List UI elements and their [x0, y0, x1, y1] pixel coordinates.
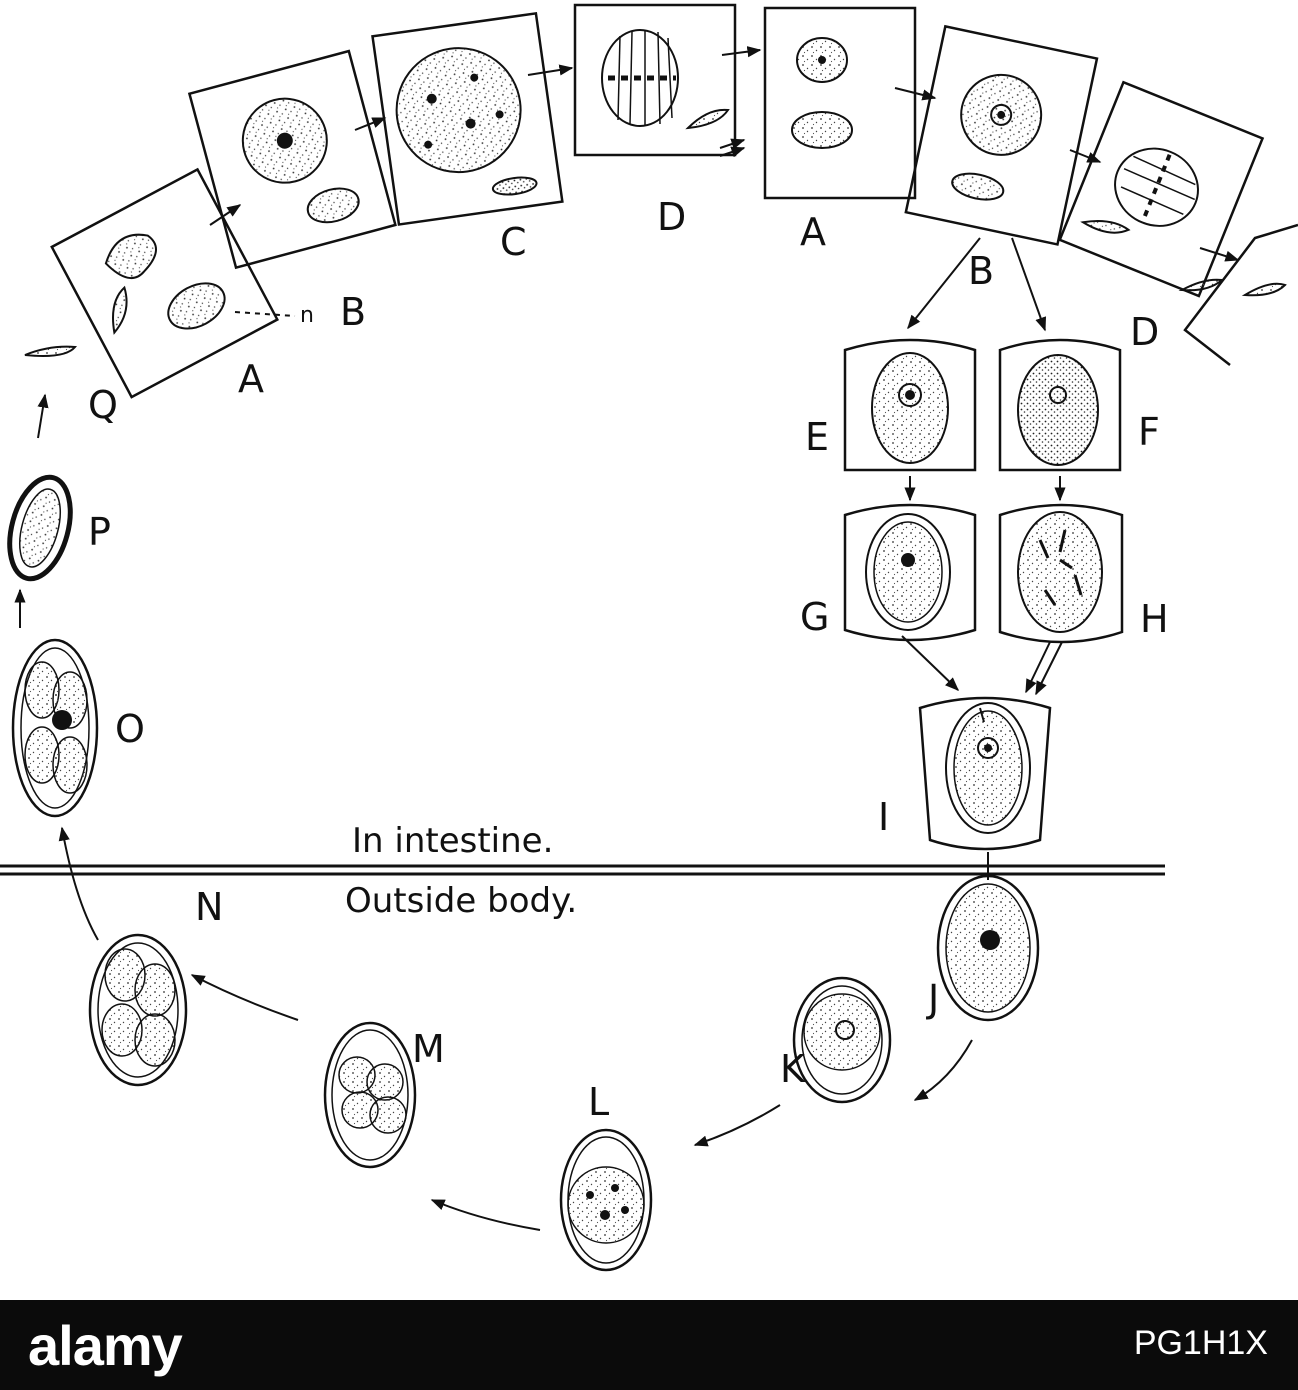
label-q: Q: [88, 383, 118, 427]
label-h: H: [1140, 597, 1169, 641]
cell-i: [920, 698, 1050, 849]
label-o: O: [115, 707, 145, 751]
label-f: F: [1138, 410, 1160, 454]
label-b-second: B: [968, 249, 994, 293]
label-p: P: [88, 510, 111, 554]
label-l: L: [588, 1080, 609, 1124]
label-a-first: A: [238, 357, 264, 401]
oocyst-j: [938, 876, 1038, 1020]
label-n: N: [195, 885, 223, 929]
loop-arrows: [20, 395, 972, 1230]
arc-arrows: [210, 50, 1238, 260]
oocyst-m: [325, 1023, 415, 1167]
oocyst-l: [561, 1130, 651, 1270]
oocyst-n: [90, 935, 186, 1085]
label-c: C: [500, 220, 527, 264]
nucleus-pointer: [235, 312, 295, 316]
cell-b-first: [189, 51, 395, 268]
label-j: J: [926, 977, 939, 1021]
cell-f: [1000, 340, 1120, 470]
label-e: E: [805, 415, 829, 459]
cell-d-first: [575, 5, 735, 155]
label-a-second: A: [800, 210, 826, 254]
sporozoite-q: [25, 347, 75, 356]
alamy-logo: alamy: [28, 1313, 182, 1378]
cell-b-second: [906, 26, 1097, 244]
oocyst-k: [794, 978, 890, 1102]
region-label-outside-body: Outside body.: [345, 881, 577, 921]
label-k: K: [780, 1047, 806, 1091]
label-g: G: [800, 595, 829, 639]
cell-c: [373, 13, 563, 224]
image-code: PG1H1X: [1134, 1324, 1268, 1363]
coccidian-life-cycle-diagram: n A B C D A B D E F G H I J K L M N O P …: [0, 0, 1298, 1300]
region-label-in-intestine: In intestine.: [352, 821, 553, 861]
label-i: I: [878, 795, 889, 839]
cell-g: [845, 505, 975, 640]
label-m: M: [412, 1027, 445, 1071]
cell-e: [845, 340, 975, 470]
sporocyst-p: [0, 471, 81, 586]
label-d-first: D: [657, 195, 686, 239]
watermark-footer: alamy PG1H1X: [0, 1300, 1298, 1390]
label-d-second: D: [1130, 310, 1159, 354]
nucleus-marker-label: n: [300, 303, 314, 328]
oocyst-o: [13, 640, 97, 816]
cell-a-second: [765, 8, 915, 198]
label-b-first: B: [340, 290, 366, 334]
cell-d-second: [1060, 82, 1263, 296]
cell-h: [1000, 505, 1122, 642]
